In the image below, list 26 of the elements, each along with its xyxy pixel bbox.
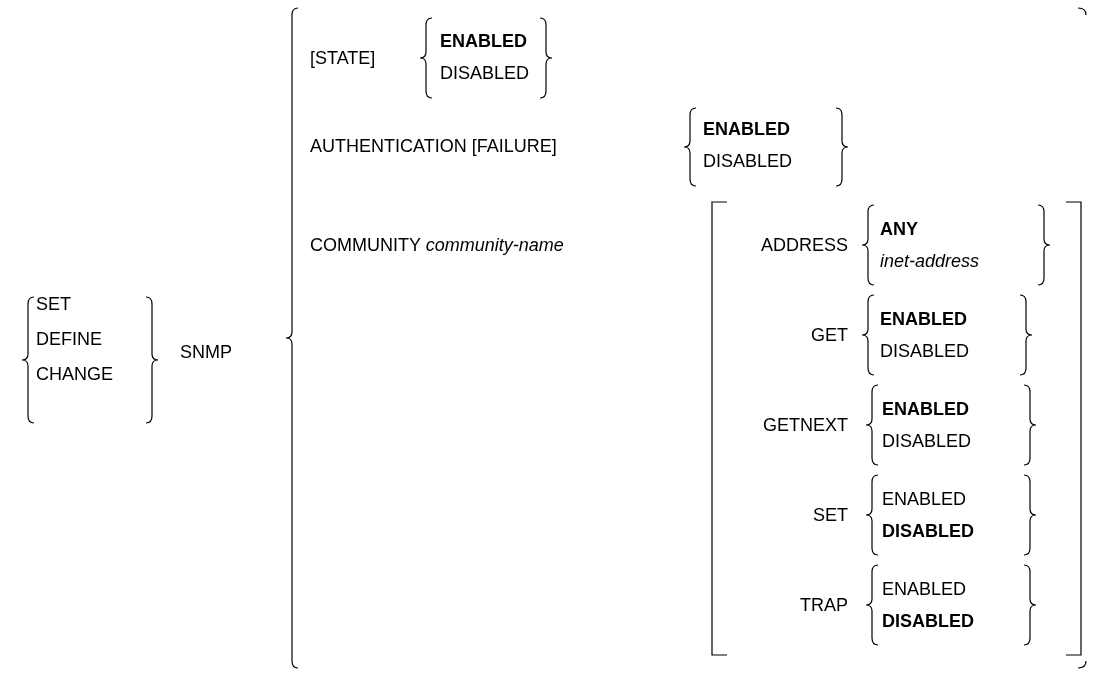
syntax-keyword: GETNEXT xyxy=(763,414,848,436)
default-value: ENABLED xyxy=(703,118,790,140)
command-verb: SET xyxy=(36,293,71,315)
syntax-keyword: ADDRESS xyxy=(760,234,848,256)
option-value: DISABLED xyxy=(440,62,530,84)
option-value: DISABLED xyxy=(882,430,972,452)
optional-keyword: [STATE] xyxy=(310,47,376,69)
option-value: DISABLED xyxy=(703,150,793,172)
option-value: ENABLED xyxy=(882,488,967,510)
option-value: DISABLED xyxy=(880,340,970,362)
syntax-keyword: SNMP xyxy=(180,341,232,363)
command-verb: CHANGE xyxy=(36,363,113,385)
default-value: DISABLED xyxy=(882,520,974,542)
option-value: ENABLED xyxy=(882,578,967,600)
default-value: DISABLED xyxy=(882,610,974,632)
syntax-keyword: GET xyxy=(811,324,848,346)
default-value: ENABLED xyxy=(880,308,967,330)
default-value: ENABLED xyxy=(440,30,527,52)
default-value: ENABLED xyxy=(882,398,969,420)
default-value: ANY xyxy=(880,218,918,240)
syntax-keyword: TRAP xyxy=(800,594,848,616)
syntax-keyword: AUTHENTICATION [FAILURE] xyxy=(310,135,557,157)
command-verb: DEFINE xyxy=(36,328,102,350)
parameter-name: inet-address xyxy=(880,250,980,272)
syntax-keyword: COMMUNITY community-name xyxy=(310,234,564,256)
syntax-keyword: SET xyxy=(813,504,848,526)
